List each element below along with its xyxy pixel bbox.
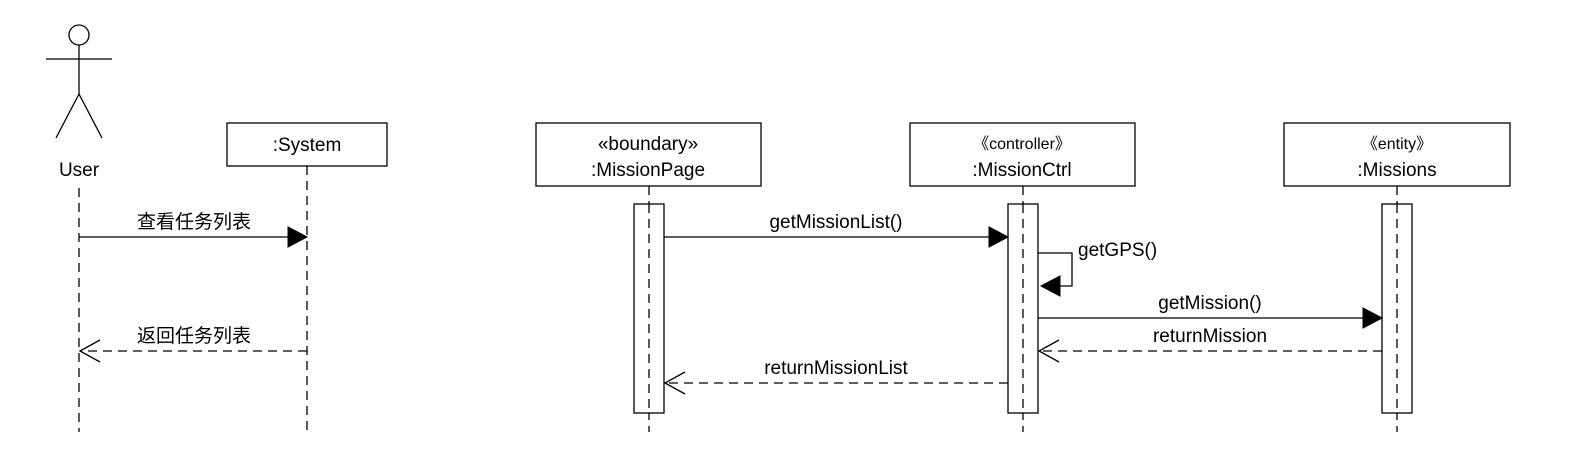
open-arrowhead-icon (1037, 339, 1060, 363)
open-arrowhead-icon (663, 371, 686, 395)
message-view-task-list: 查看任务列表 (79, 211, 309, 248)
message-return-task-list: 返回任务列表 (78, 325, 307, 363)
stick-figure-icon (46, 24, 112, 139)
mission-ctrl-stereotype: 《controller》 (973, 136, 1071, 153)
message-return-mission-list: returnMissionList (663, 358, 1008, 395)
filled-arrowhead-icon (1039, 275, 1061, 297)
system-name: :System (273, 135, 342, 156)
message-get-mission: getMission() (1038, 293, 1384, 329)
system-participant: :System (226, 122, 388, 167)
mission-page-name: :MissionPage (591, 160, 705, 181)
message-label: returnMission (1153, 326, 1267, 347)
message-label: getGPS() (1078, 240, 1157, 261)
message-label: getMissionList() (769, 212, 902, 233)
filled-arrowhead-icon (1362, 307, 1384, 329)
actor-name: User (59, 160, 100, 181)
self-call-line (1038, 252, 1073, 287)
mission-page-participant: «boundary» :MissionPage (535, 122, 762, 187)
mission-ctrl-name: :MissionCtrl (972, 160, 1071, 181)
missions-participant: 《entity》 :Missions (1283, 122, 1511, 187)
message-label: 返回任务列表 (137, 325, 251, 347)
filled-arrowhead-icon (988, 226, 1010, 248)
message-label: returnMissionList (764, 358, 908, 379)
filled-arrowhead-icon (287, 226, 309, 248)
message-get-gps: getGPS() (1038, 240, 1157, 297)
mission-ctrl-participant: 《controller》 :MissionCtrl (909, 122, 1136, 187)
mission-ctrl-header-box (909, 122, 1136, 187)
user-actor: User (46, 24, 112, 181)
mission-page-stereotype: «boundary» (598, 134, 698, 155)
missions-header-box (1283, 122, 1511, 187)
message-label: getMission() (1158, 293, 1261, 314)
system-header-box (226, 122, 388, 167)
message-return-mission: returnMission (1037, 326, 1382, 363)
missions-name: :Missions (1357, 160, 1436, 181)
open-arrowhead-icon (78, 339, 101, 363)
message-get-mission-list: getMissionList() (664, 212, 1010, 248)
message-label: 查看任务列表 (137, 211, 251, 233)
missions-stereotype: 《entity》 (1362, 136, 1432, 153)
